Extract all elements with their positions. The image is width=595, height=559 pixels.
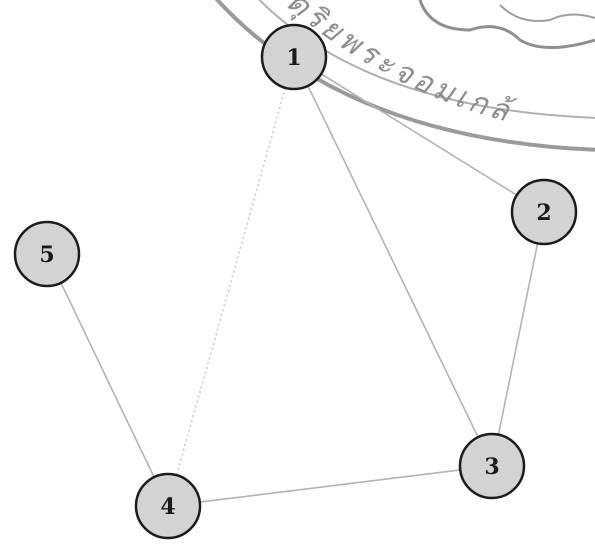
node-1: 1 <box>262 25 326 89</box>
node-2: 2 <box>512 180 576 244</box>
edge-1-3 <box>308 86 478 437</box>
graph-edges <box>61 74 538 502</box>
edge-1-4 <box>177 88 286 475</box>
edge-3-4 <box>200 470 460 502</box>
node-3: 3 <box>460 434 524 498</box>
node-5-label: 5 <box>39 242 54 268</box>
edge-4-5 <box>61 283 154 477</box>
node-2-label: 2 <box>536 200 551 226</box>
node-5: 5 <box>15 222 79 286</box>
node-1-label: 1 <box>286 45 301 71</box>
edge-2-3 <box>498 243 537 434</box>
node-4: 4 <box>136 474 200 538</box>
watermark-seal: ดุริยพระจอมเกล้ <box>200 0 595 150</box>
node-3-label: 3 <box>484 454 499 480</box>
seal-emblem <box>420 0 595 48</box>
node-4-label: 4 <box>160 494 175 520</box>
seal-emblem-detail <box>500 5 595 21</box>
